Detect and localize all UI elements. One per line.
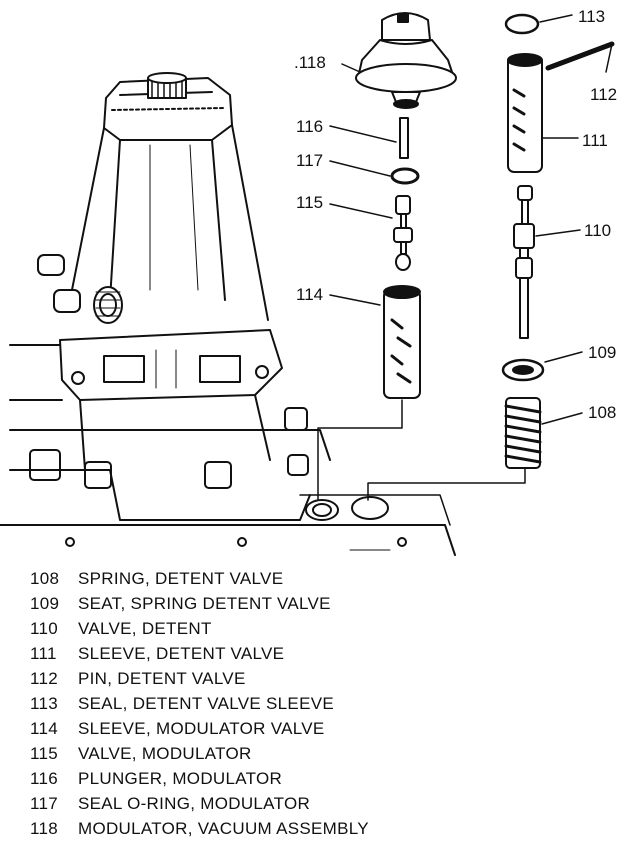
callout-108: 108: [588, 403, 616, 422]
legend-part-description: VALVE, DETENT: [78, 618, 212, 638]
callout-117: 117: [296, 151, 323, 170]
parts-legend: 108 SPRING, DETENT VALVE 109 SEAT, SPRIN…: [30, 566, 630, 841]
assembly-leader-lines: [317, 399, 526, 501]
callout-114: 114: [296, 285, 323, 304]
legend-item: 109 SEAT, SPRING DETENT VALVE: [30, 591, 630, 616]
callout-labels: 113 112 111 110 109 108 .118 116 117 115…: [294, 7, 617, 422]
transmission-case-illustration: [0, 72, 456, 556]
detent-valve-sleeve-part-111: [507, 53, 543, 173]
callout-110: 110: [584, 221, 611, 240]
legend-part-number: 115: [30, 743, 59, 763]
legend-item: 116 PLUNGER, MODULATOR: [30, 766, 630, 791]
legend-part-description: SEAT, SPRING DETENT VALVE: [78, 593, 331, 613]
legend-item: 118 MODULATOR, VACUUM ASSEMBLY: [30, 816, 630, 841]
callout-leader-lines: [329, 14, 613, 425]
legend-item: 111 SLEEVE, DETENT VALVE: [30, 641, 630, 666]
legend-part-description: SEAL, DETENT VALVE SLEEVE: [78, 693, 334, 713]
exploded-parts-diagram: 113 112 111 110 109 108 .118 116 117 115…: [0, 7, 617, 556]
spring-seat-part-109: [501, 358, 545, 382]
legend-item: 117 SEAL O-RING, MODULATOR: [30, 791, 630, 816]
legend-part-description: SLEEVE, DETENT VALVE: [78, 643, 285, 663]
modulator-valve-part-115: [393, 195, 413, 271]
detent-valve-part-110: [513, 185, 535, 339]
callout-112: 112: [590, 85, 617, 104]
detent-sleeve-seal-part-113: [504, 13, 540, 35]
legend-part-description: PLUNGER, MODULATOR: [78, 768, 283, 788]
legend-part-description: SLEEVE, MODULATOR VALVE: [78, 718, 325, 738]
legend-part-description: PIN, DETENT VALVE: [78, 668, 246, 688]
modulator-o-ring-part-117: [390, 167, 420, 185]
legend-item: 113 SEAL, DETENT VALVE SLEEVE: [30, 691, 630, 716]
legend-part-number: 111: [30, 643, 57, 663]
callout-116: 116: [296, 117, 323, 136]
legend-part-number: 110: [30, 618, 59, 638]
modulator-vacuum-assembly-part-118: [355, 12, 457, 109]
legend-part-number: 112: [30, 668, 59, 688]
callout-113: 113: [578, 7, 605, 26]
legend-item: 108 SPRING, DETENT VALVE: [30, 566, 630, 591]
legend-item: 110 VALVE, DETENT: [30, 616, 630, 641]
modulator-plunger-part-116: [399, 117, 409, 159]
legend-part-number: 114: [30, 718, 59, 738]
legend-part-number: 116: [30, 768, 59, 788]
legend-part-description: MODULATOR, VACUUM ASSEMBLY: [78, 818, 369, 838]
legend-part-number: 113: [30, 693, 59, 713]
legend-part-number: 117: [30, 793, 59, 813]
modulator-valve-sleeve-part-114: [383, 285, 421, 399]
detent-valve-pin-part-112: [545, 41, 615, 71]
legend-part-description: SPRING, DETENT VALVE: [78, 568, 284, 588]
legend-part-number: 108: [30, 568, 60, 588]
legend-part-description: SEAL O-RING, MODULATOR: [78, 793, 311, 813]
callout-109: 109: [588, 343, 616, 362]
callout-111: 111: [582, 131, 608, 150]
legend-part-description: VALVE, MODULATOR: [78, 743, 252, 763]
legend-item: 115 VALVE, MODULATOR: [30, 741, 630, 766]
detent-valve-spring-part-108: [504, 397, 542, 469]
callout-118: .118: [294, 53, 326, 72]
legend-item: 112 PIN, DETENT VALVE: [30, 666, 630, 691]
legend-part-number: 118: [30, 818, 59, 838]
callout-115: 115: [296, 193, 323, 212]
legend-item: 114 SLEEVE, MODULATOR VALVE: [30, 716, 630, 741]
legend-part-number: 109: [30, 593, 60, 613]
